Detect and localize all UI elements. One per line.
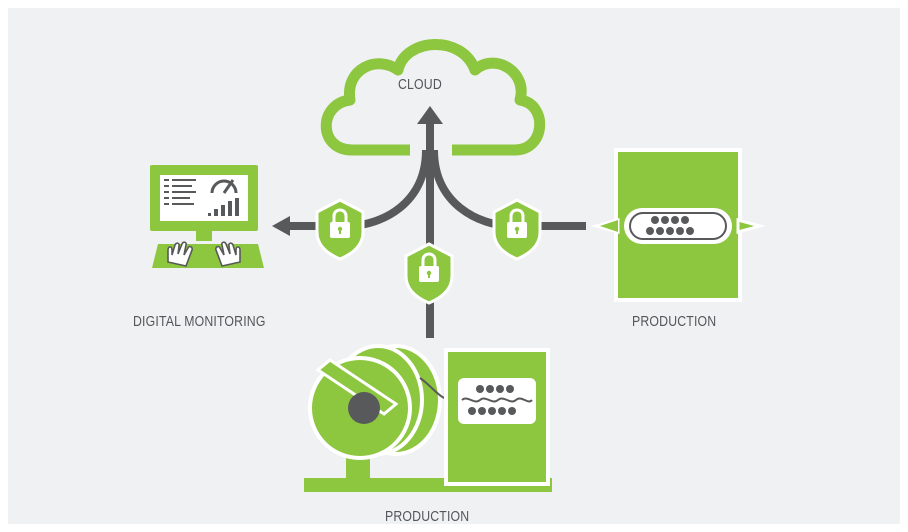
digital-monitoring-label: DIGITAL MONITORING — [133, 313, 266, 330]
cloud-label: CLOUD — [398, 76, 442, 93]
cloud-arrow-head — [417, 106, 443, 124]
monitor-arrow-head — [272, 216, 290, 236]
production-machine-right-icon — [590, 148, 766, 302]
production-right-label: PRODUCTION — [632, 313, 717, 330]
cloud-icon — [320, 39, 546, 156]
monitor-dashboard-icon — [150, 165, 264, 268]
lock-icon-bottom — [404, 242, 454, 305]
lock-icon-left — [315, 198, 365, 261]
production-bottom-label: PRODUCTION — [385, 508, 470, 525]
lock-icon-right — [492, 198, 542, 261]
production-machine-bottom-icon — [304, 344, 552, 492]
